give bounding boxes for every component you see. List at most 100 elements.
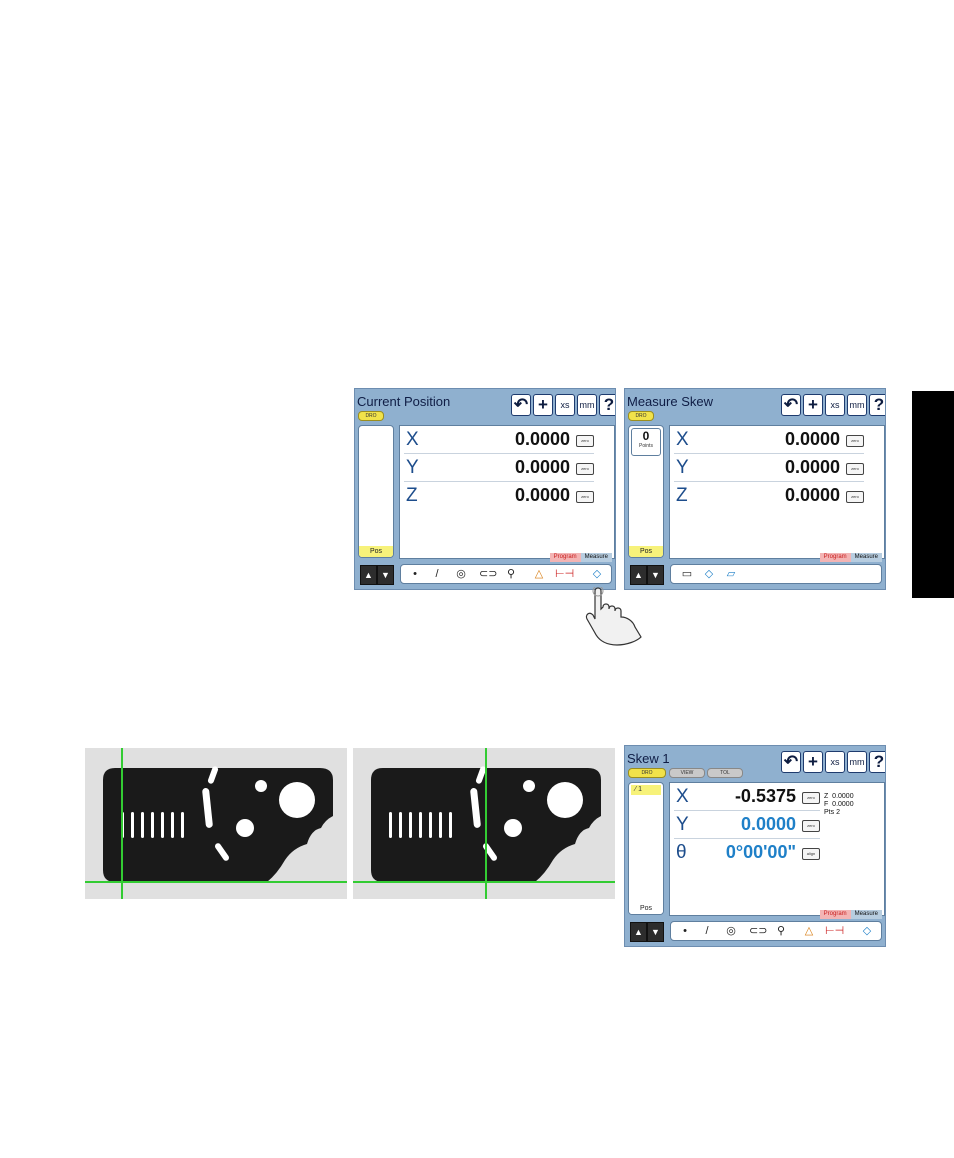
zero-button[interactable]: zero <box>802 820 820 832</box>
tol-tab-button[interactable]: TOL <box>707 768 743 778</box>
tab-measure[interactable]: Measure <box>850 910 882 919</box>
axis-row-z: Z 0.0000 zero <box>404 484 594 509</box>
part-outline <box>371 766 601 882</box>
tab-program[interactable]: Program <box>819 910 851 919</box>
crosshair-icon[interactable]: + <box>803 394 823 416</box>
feature-number: 1 <box>638 786 643 793</box>
undo-icon[interactable]: ↶ <box>781 394 801 416</box>
triangle-icon[interactable]: △ <box>534 568 544 580</box>
units-button[interactable]: mm <box>847 751 867 773</box>
slot-icon[interactable]: ⊂⊃ <box>479 568 498 580</box>
horizontal-crosshair <box>353 881 615 883</box>
undo-icon[interactable]: ↶ <box>781 751 801 773</box>
help-button[interactable]: ? <box>869 394 885 416</box>
dro-tab-button[interactable]: DRO <box>628 768 666 778</box>
help-button[interactable]: ? <box>869 751 885 773</box>
axis-value: 0.0000 <box>784 457 840 477</box>
align-button[interactable]: align <box>802 848 820 860</box>
bottom-bar: ▲ ▼ • / ◎ ⊂⊃ ⚲ △ ⊢⊣ ◇ <box>358 564 612 586</box>
undo-icon[interactable]: ↶ <box>511 394 531 416</box>
line-icon[interactable]: / <box>705 925 709 937</box>
feature-list-item[interactable]: ⁄ 1 <box>631 785 661 795</box>
tab-measure[interactable]: Measure <box>580 553 612 562</box>
feature-bar: • / ◎ ⊂⊃ ⚲ △ ⊢⊣ ◇ <box>400 564 612 584</box>
axis-label: Y <box>676 457 689 478</box>
probe-icon[interactable]: ⚲ <box>776 925 786 937</box>
axis-row-x: X 0.0000 zero <box>674 428 864 454</box>
zero-button[interactable]: zero <box>802 792 820 804</box>
dro-tab-button[interactable]: DRO <box>358 411 384 421</box>
xs-button[interactable]: xs <box>555 394 575 416</box>
xs-button[interactable]: xs <box>825 394 845 416</box>
part-outline <box>103 766 333 882</box>
axis-row-x: X -0.5375 zero <box>674 785 820 811</box>
datum-icon[interactable]: ▭ <box>681 568 693 580</box>
screen-title: Measure Skew <box>627 394 713 409</box>
xs-button[interactable]: xs <box>825 751 845 773</box>
triangle-icon[interactable]: △ <box>804 925 814 937</box>
zero-button[interactable]: zero <box>846 435 864 447</box>
probe-icon[interactable]: ⚲ <box>506 568 516 580</box>
side-pts: Pts 2 <box>824 809 840 816</box>
distance-icon[interactable]: ⊢⊣ <box>555 568 575 580</box>
crosshair-icon[interactable]: + <box>803 751 823 773</box>
line-icon[interactable]: / <box>435 568 439 580</box>
scroll-down-button[interactable]: ▼ <box>377 565 394 585</box>
axis-row-y: Y 0.0000 zero <box>674 813 820 839</box>
dro-display: X 0.0000 zero Y 0.0000 zero Z 0.0000 zer… <box>669 425 885 562</box>
crosshair-icon[interactable]: + <box>533 394 553 416</box>
part-image-1 <box>85 748 347 899</box>
dro-display: X 0.0000 zero Y 0.0000 zero Z 0.0000 zer… <box>399 425 615 562</box>
circle-icon[interactable]: ◎ <box>456 568 466 580</box>
units-button[interactable]: mm <box>847 394 867 416</box>
screen-title: Current Position <box>357 394 451 409</box>
view-tab-button[interactable]: VIEW <box>669 768 705 778</box>
axis-value: 0.0000 <box>514 457 570 477</box>
scroll-up-button[interactable]: ▲ <box>630 565 647 585</box>
slot-icon[interactable]: ⊂⊃ <box>749 925 768 937</box>
feature-list[interactable]: ⁄ 1 Pos <box>628 782 664 915</box>
skew-icon[interactable]: ◇ <box>704 568 714 580</box>
feature-list[interactable]: Pos <box>358 425 394 558</box>
pos-label[interactable]: Pos <box>629 546 663 557</box>
scroll-down-button[interactable]: ▼ <box>647 565 664 585</box>
skew-icon[interactable]: ◇ <box>592 568 602 580</box>
zero-button[interactable]: zero <box>576 435 594 447</box>
help-button[interactable]: ? <box>599 394 615 416</box>
plane-icon[interactable]: ▱ <box>726 568 736 580</box>
feature-list[interactable]: 0 Points Pos <box>628 425 664 558</box>
pos-label[interactable]: Pos <box>359 546 393 557</box>
axis-value: 0.0000 <box>740 814 796 834</box>
tab-program[interactable]: Program <box>549 553 581 562</box>
screen-title: Skew 1 <box>627 751 670 766</box>
distance-icon[interactable]: ⊢⊣ <box>825 925 845 937</box>
tab-measure[interactable]: Measure <box>850 553 882 562</box>
axis-value: 0.0000 <box>784 485 840 505</box>
zero-button[interactable]: zero <box>576 463 594 475</box>
dro-tab-button[interactable]: DRO <box>628 411 654 421</box>
feature-bar: ▭ ◇ ▱ <box>670 564 882 584</box>
units-button[interactable]: mm <box>577 394 597 416</box>
scroll-down-button[interactable]: ▼ <box>647 922 664 942</box>
feature-bar: • / ◎ ⊂⊃ ⚲ △ ⊢⊣ ◇ <box>670 921 882 941</box>
scroll-up-button[interactable]: ▲ <box>360 565 377 585</box>
bottom-bar: ▲ ▼ • / ◎ ⊂⊃ ⚲ △ ⊢⊣ ◇ <box>628 921 882 943</box>
skew-icon[interactable]: ◇ <box>862 925 872 937</box>
axis-value: 0.0000 <box>784 429 840 449</box>
zero-button[interactable]: zero <box>576 491 594 503</box>
axis-value: 0.0000 <box>514 429 570 449</box>
zero-button[interactable]: zero <box>846 491 864 503</box>
point-icon[interactable]: • <box>683 925 687 937</box>
point-icon[interactable]: • <box>413 568 417 580</box>
scroll-up-button[interactable]: ▲ <box>630 922 647 942</box>
vertical-crosshair <box>485 748 487 899</box>
pos-label[interactable]: Pos <box>629 903 663 914</box>
tab-program[interactable]: Program <box>819 553 851 562</box>
zero-button[interactable]: zero <box>846 463 864 475</box>
horizontal-crosshair <box>85 881 347 883</box>
points-value: 0 <box>642 429 650 443</box>
circle-icon[interactable]: ◎ <box>726 925 736 937</box>
side-z: Z 0.0000 <box>824 793 854 800</box>
